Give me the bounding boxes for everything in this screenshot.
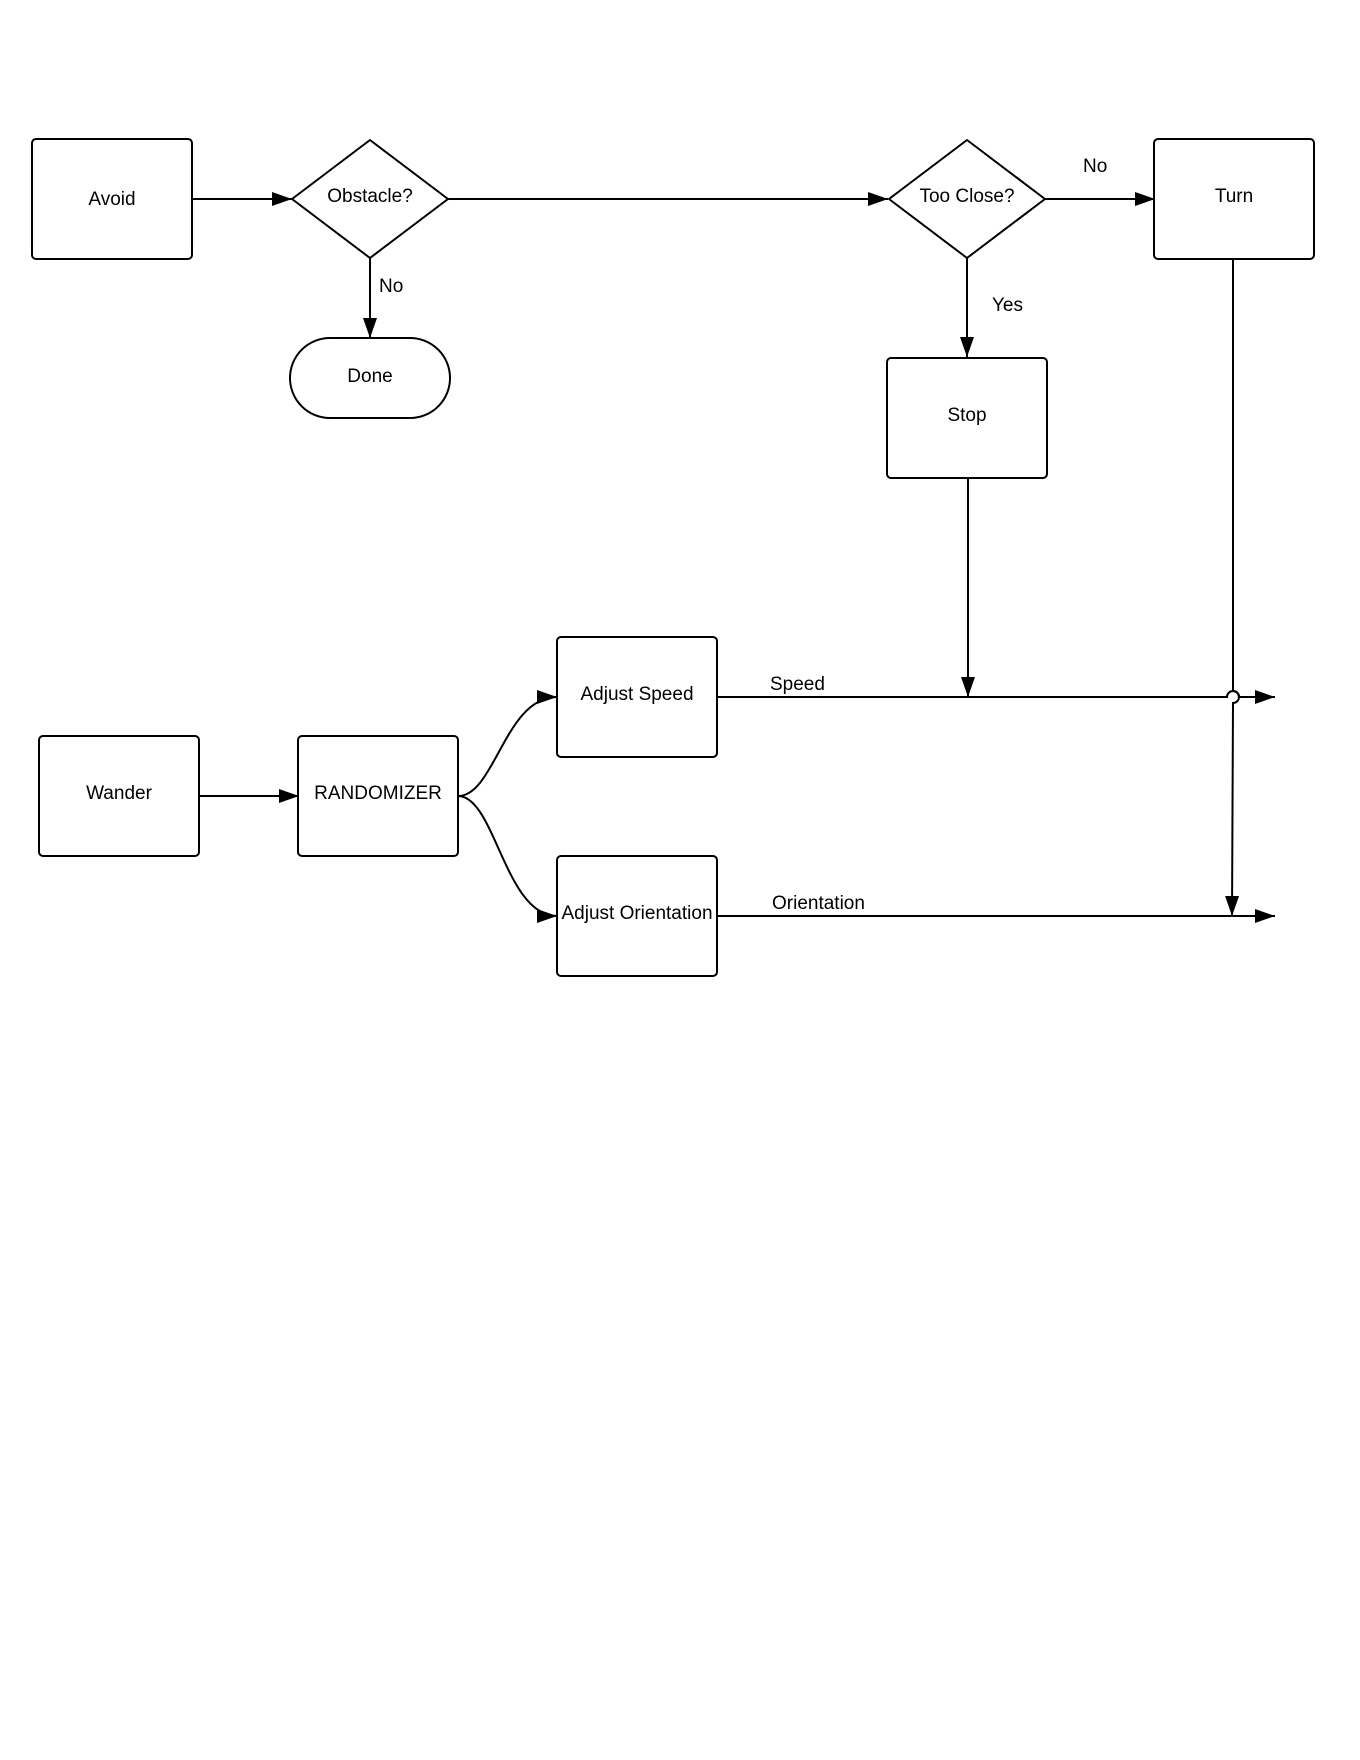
- node-turn-label: Turn: [1215, 186, 1253, 207]
- node-adjust-orientation-label: Adjust Orientation: [561, 903, 712, 924]
- edge-turn-to-orientation-line: [1225, 259, 1240, 917]
- edge-randomizer-to-adjust-orientation: [457, 795, 558, 923]
- node-too-close-decision[interactable]: Too Close?: [888, 139, 1046, 259]
- node-stop[interactable]: Stop: [886, 357, 1048, 479]
- node-avoid[interactable]: Avoid: [31, 138, 193, 260]
- edge-speed-output: [717, 690, 1275, 704]
- node-wander-label: Wander: [86, 783, 152, 804]
- node-adjust-speed[interactable]: Adjust Speed: [556, 636, 718, 758]
- node-randomizer-label: RANDOMIZER: [314, 783, 442, 804]
- node-turn[interactable]: Turn: [1153, 138, 1315, 260]
- node-adjust-speed-label: Adjust Speed: [580, 684, 693, 705]
- node-stop-label: Stop: [947, 405, 986, 426]
- node-randomizer[interactable]: RANDOMIZER: [297, 735, 459, 857]
- edge-label-obstacle-no: No: [379, 276, 403, 297]
- node-adjust-orientation[interactable]: Adjust Orientation: [556, 855, 718, 977]
- node-done-label: Done: [347, 366, 392, 387]
- node-obstacle-label: Obstacle?: [327, 186, 413, 207]
- node-done-terminal[interactable]: Done: [289, 337, 451, 419]
- node-obstacle-decision[interactable]: Obstacle?: [291, 139, 449, 259]
- edge-randomizer-to-adjust-speed: [457, 690, 558, 797]
- node-avoid-label: Avoid: [88, 189, 135, 210]
- node-wander[interactable]: Wander: [38, 735, 200, 857]
- edge-label-too-close-no: No: [1083, 156, 1107, 177]
- node-too-close-label: Too Close?: [919, 186, 1014, 207]
- edge-label-too-close-yes: Yes: [992, 295, 1023, 316]
- edge-label-orientation: Orientation: [772, 893, 865, 914]
- edge-label-speed: Speed: [770, 674, 825, 695]
